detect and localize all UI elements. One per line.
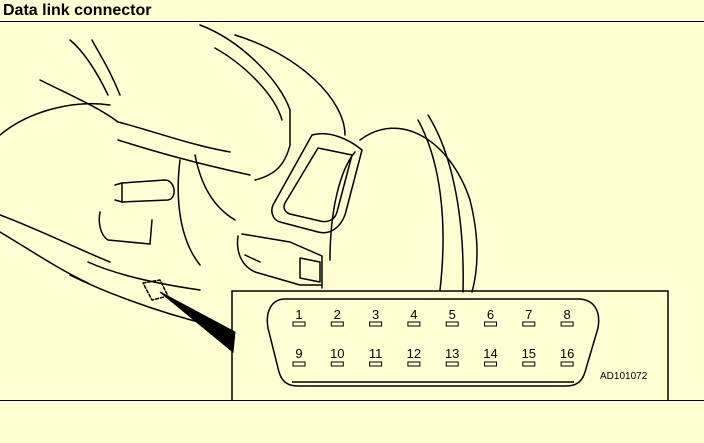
top-row-pin-label: 4: [410, 307, 417, 322]
top-row-pin-contact: [407, 321, 421, 327]
top-row-pin-contact: [484, 321, 497, 327]
bottom-row-pin-contact: [522, 361, 536, 367]
steering-wheel-rim: [0, 214, 111, 263]
top-row-pin-contact: [560, 321, 574, 327]
bottom-row-pin-label: 15: [522, 346, 536, 361]
combination-switch-stalk: [121, 179, 175, 203]
top-row-pin-contact: [330, 321, 344, 327]
top-row-pin-label: 5: [449, 307, 456, 322]
bottom-row-pin-contact: [369, 361, 383, 367]
bottom-row-pin-label: 14: [483, 346, 497, 361]
bottom-row-pin-label: 16: [560, 346, 574, 361]
top-row-pin-label: 8: [563, 307, 570, 322]
lower-dash-panel: [236, 235, 323, 286]
bottom-row-pin-contact: [407, 361, 421, 367]
figure-code: AD101072: [600, 371, 648, 382]
bottom-row-pin-label: 12: [407, 346, 421, 361]
leader-pointer: [159, 291, 236, 353]
bottom-row-pin-contact: [445, 361, 459, 367]
steering-column: [117, 121, 231, 153]
top-row-pin-label: 2: [334, 307, 341, 322]
top-row-pin-label: 6: [487, 307, 494, 322]
bottom-row-pin-label: 10: [330, 346, 344, 361]
top-row-pin-label: 7: [525, 307, 532, 322]
obd-connector-outline: [266, 298, 600, 387]
diagram-title: Data link connector: [3, 2, 152, 19]
instrument-cluster-hood: [199, 24, 291, 181]
bottom-row-pin-contact: [292, 361, 306, 367]
bottom-row-pin-contact: [484, 361, 497, 367]
top-row-pin-label: 3: [372, 307, 379, 322]
top-row-pin-contact: [445, 321, 459, 327]
pin-row-top: 1 2 3 4 5 6 7 8: [292, 307, 574, 327]
bottom-row-pin-contact: [330, 361, 344, 367]
bottom-row-pin-label: 9: [295, 346, 302, 361]
display-unit: [271, 133, 363, 234]
column-cover: [98, 211, 151, 245]
frame-top-rule: [0, 21, 704, 22]
bottom-row-pin-label: 13: [445, 346, 459, 361]
pin-row-bottom: 9 10 11 12 13 14 15 16: [292, 346, 574, 367]
connector-inset: [231, 290, 669, 400]
top-row-pin-contact: [292, 321, 306, 327]
top-row-pin-contact: [369, 321, 383, 327]
bottom-row-pin-label: 11: [369, 346, 383, 361]
top-row-pin-contact: [522, 321, 536, 327]
frame-bottom-rule: [0, 400, 704, 401]
top-row-pin-label: 1: [295, 307, 302, 322]
bottom-row-pin-contact: [560, 361, 574, 367]
